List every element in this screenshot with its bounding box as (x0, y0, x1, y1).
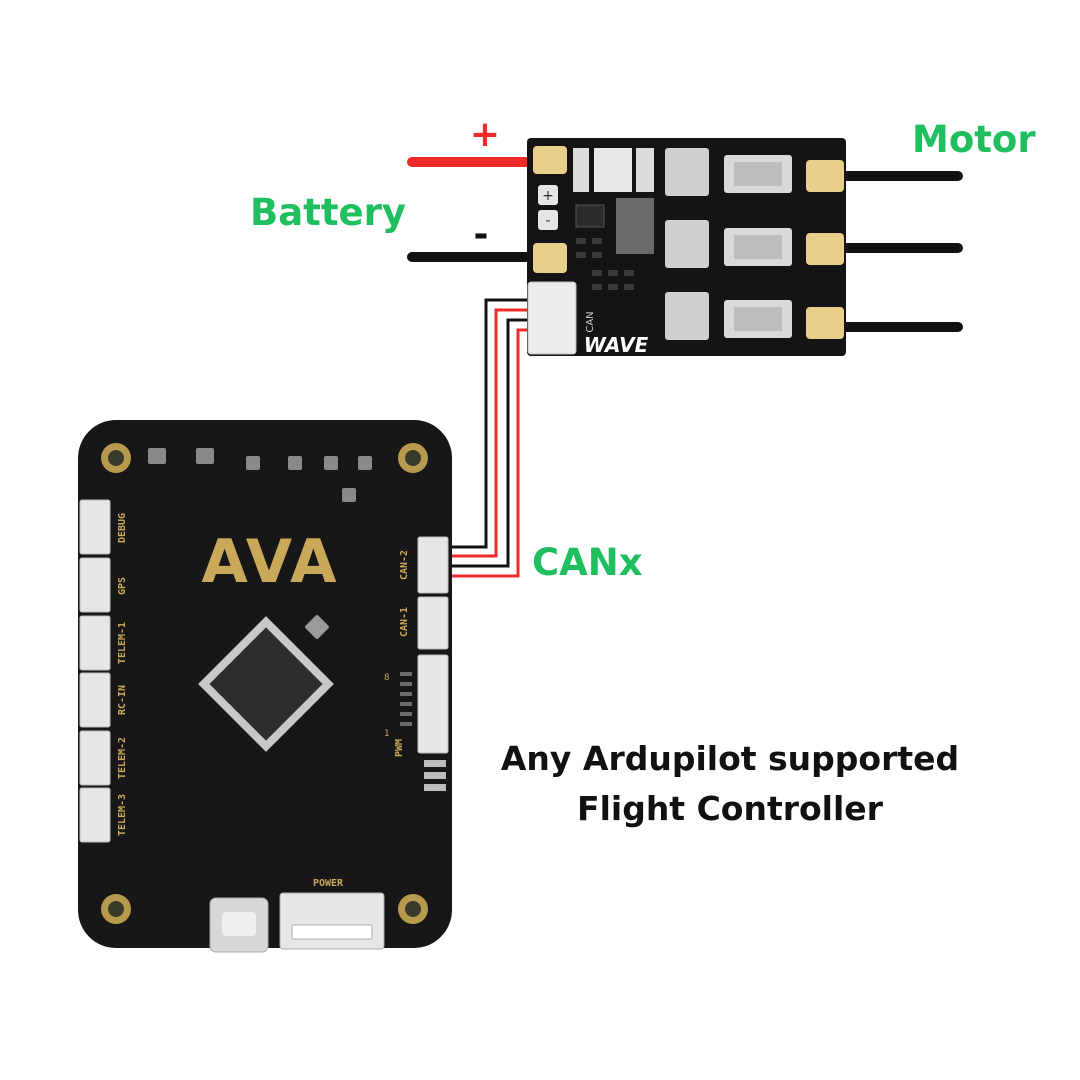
capacitor-2 (594, 148, 632, 192)
fc-port-label-can-2: CAN-2 (399, 550, 410, 580)
fc-pwm-pins (400, 672, 412, 726)
esc-plus-button (538, 185, 558, 205)
fc-port-label-can-1: CAN-1 (399, 607, 410, 637)
motor-pad-2 (806, 233, 844, 265)
fc-mcu-chip (198, 616, 334, 752)
esc-ic (575, 204, 605, 228)
fc-left-connectors (79, 499, 111, 843)
fc-top-sensors (148, 448, 372, 502)
can-cable (446, 298, 530, 578)
fc-power-connector-slot (291, 924, 373, 940)
fc-right-small-components (424, 760, 446, 791)
motor-pad-1 (806, 160, 844, 192)
fc-port-label-gps: GPS (117, 577, 128, 595)
esc-board: + - (527, 138, 846, 357)
canx-label: CANx (532, 541, 643, 584)
positive-sign-label: + (470, 114, 500, 155)
can-wire-red-inner (446, 328, 530, 578)
fc-power-label: POWER (313, 878, 344, 889)
motor-label: Motor (912, 118, 1036, 161)
esc-minus-button-label: - (545, 213, 550, 229)
fc-port-label-telem-2: TELEM-2 (117, 737, 128, 779)
fc-usb-c-opening (222, 912, 256, 936)
esc-brand-logo: WAVE (584, 333, 649, 357)
fc-pin-label-8: 8 (384, 673, 389, 683)
capacitor-3 (636, 148, 654, 192)
esc-minus-button (538, 210, 558, 230)
battery-positive-pad (533, 146, 567, 174)
esc-can-label: CAN (585, 311, 596, 332)
fc-small-chip (305, 615, 329, 639)
fc-port-label-pwm: PWM (394, 739, 405, 757)
esc-plus-button-label: + (542, 188, 554, 204)
esc-can-connector (527, 281, 577, 355)
fc-right-connectors (417, 536, 449, 754)
can-wire-black-outer (446, 298, 530, 549)
motor-pad-3 (806, 307, 844, 339)
fc-port-label-telem-3: TELEM-3 (117, 794, 128, 836)
esc-mosfets (665, 148, 792, 340)
negative-sign-label: - (474, 214, 489, 255)
esc-small-components (576, 238, 634, 290)
flight-controller-caption-line-2: Flight Controller (577, 789, 884, 828)
flight-controller-board: AVA DEBUG GPS TELEM-1 RC-IN TELEM-2 TELE… (78, 420, 452, 953)
capacitor-1 (573, 148, 589, 192)
flight-controller-caption-line-1: Any Ardupilot supported (501, 739, 959, 778)
fc-port-label-rc-in: RC-IN (117, 685, 128, 715)
battery-label: Battery (250, 191, 406, 234)
fc-power-connector (279, 892, 385, 950)
can-wire-red-outer (446, 308, 530, 558)
fc-mounting-holes (101, 443, 428, 924)
fc-pin-label-1: 1 (384, 729, 389, 739)
can-wire-black-inner (446, 318, 530, 568)
esc-inductor (616, 198, 654, 254)
fc-port-label-debug: DEBUG (117, 513, 128, 543)
fc-logo: AVA (201, 527, 338, 597)
battery-negative-pad (533, 243, 567, 273)
fc-port-label-telem-1: TELEM-1 (117, 622, 128, 664)
